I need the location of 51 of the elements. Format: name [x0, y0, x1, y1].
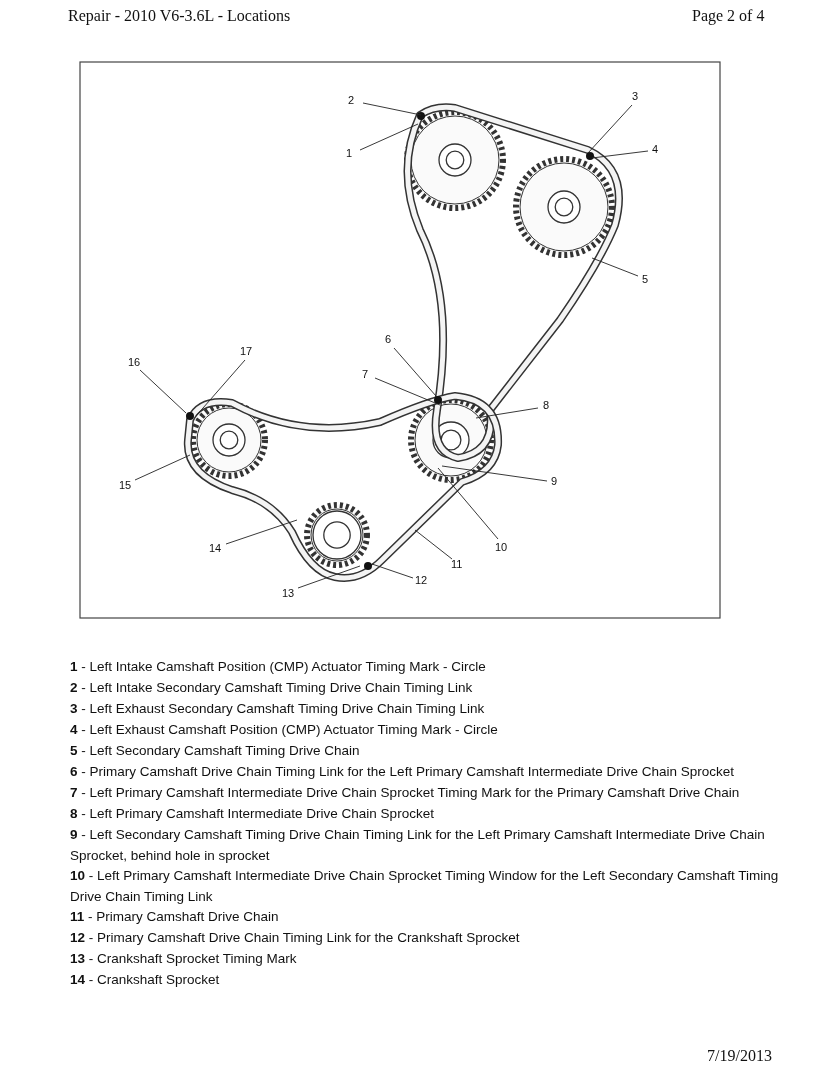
callout-number: 14 — [209, 542, 222, 554]
callout-description: 7 - Left Primary Camshaft Intermediate Drive Chain Sprocket Timing Mark for the Primary Camshaft Drive Chain — [70, 784, 741, 802]
print-date: 7/19/2013 — [707, 1047, 772, 1065]
callout-description: 3 - Left Exhaust Secondary Camshaft Timing Drive Chain Timing Link — [70, 700, 486, 718]
page-header: Repair - 2010 V6-3.6L - Locations — [68, 7, 291, 25]
callout-description: 4 - Left Exhaust Camshaft Position (CMP) Actuator Timing Mark - Circle — [70, 721, 499, 739]
callout-description: 1 - Left Intake Camshaft Position (CMP) Actuator Timing Mark - Circle — [70, 658, 487, 676]
leader-line — [393, 347, 437, 397]
callout-description: 6 - Primary Camshaft Drive Chain Timing Link for the Left Primary Camshaft Intermediate Drive Chain Sprocket — [70, 763, 735, 781]
leader-line — [475, 407, 539, 419]
callout-description: 8 - Left Primary Camshaft Intermediate Drive Chain Sprocket — [70, 805, 435, 823]
callout-number: 13 — [282, 587, 295, 599]
leader-line — [591, 257, 639, 277]
callout-number: 4 — [652, 143, 659, 155]
callout-number: 10 — [495, 541, 508, 553]
callout-description: 14 - Crankshaft Sprocket — [70, 971, 221, 989]
leader-line — [437, 467, 499, 540]
leader-line — [359, 123, 419, 151]
callout-number: 15 — [119, 479, 132, 491]
callout-number: 6 — [385, 333, 392, 345]
callout-number: 1 — [346, 147, 353, 159]
leader-line — [195, 359, 246, 417]
callout-number: 8 — [543, 399, 550, 411]
callout-number: 9 — [551, 475, 558, 487]
callout-number: 5 — [642, 273, 649, 285]
callout-number: 17 — [240, 345, 253, 357]
callout-number: 2 — [348, 94, 355, 106]
callout-number: 11 — [451, 558, 463, 570]
leader-line — [591, 150, 649, 159]
leader-line — [441, 465, 548, 482]
callout-number: 7 — [362, 368, 369, 380]
leader-line — [134, 454, 191, 481]
callout-description: 11 - Primary Camshaft Drive Chain — [70, 908, 280, 926]
page-number: Page 2 of 4 — [692, 7, 765, 25]
callout-description: 2 - Left Intake Secondary Camshaft Timing Drive Chain Timing Link — [70, 679, 474, 697]
callout-description: 5 - Left Secondary Camshaft Timing Drive Chain — [70, 742, 361, 760]
callout-number: 3 — [632, 90, 639, 102]
callout-description: 9 - Left Secondary Camshaft Timing Drive Chain Timing Link for the Left Primary Camshaft Intermediate Drive Chain Sprocket, behind hole in sprocket — [70, 826, 766, 865]
leader-line — [374, 377, 441, 406]
leader-line — [587, 104, 633, 154]
leader-line — [371, 563, 414, 579]
callout-description: 12 - Primary Camshaft Drive Chain Timing Link for the Crankshaft Sprocket — [70, 929, 521, 947]
leader-line — [297, 565, 361, 589]
callout-description: 13 - Crankshaft Sprocket Timing Mark — [70, 950, 298, 968]
leader-line — [414, 529, 453, 560]
callout-number: 16 — [128, 356, 141, 368]
leader-line — [139, 369, 187, 414]
leader-line — [362, 102, 422, 116]
callout-description: 10 - Left Primary Camshaft Intermediate Drive Chain Sprocket Timing Window for the Left Secondary Camshaft Timing Drive Chain Timing Link — [70, 867, 780, 906]
callout-number: 12 — [415, 574, 428, 586]
leader-line — [225, 519, 298, 545]
